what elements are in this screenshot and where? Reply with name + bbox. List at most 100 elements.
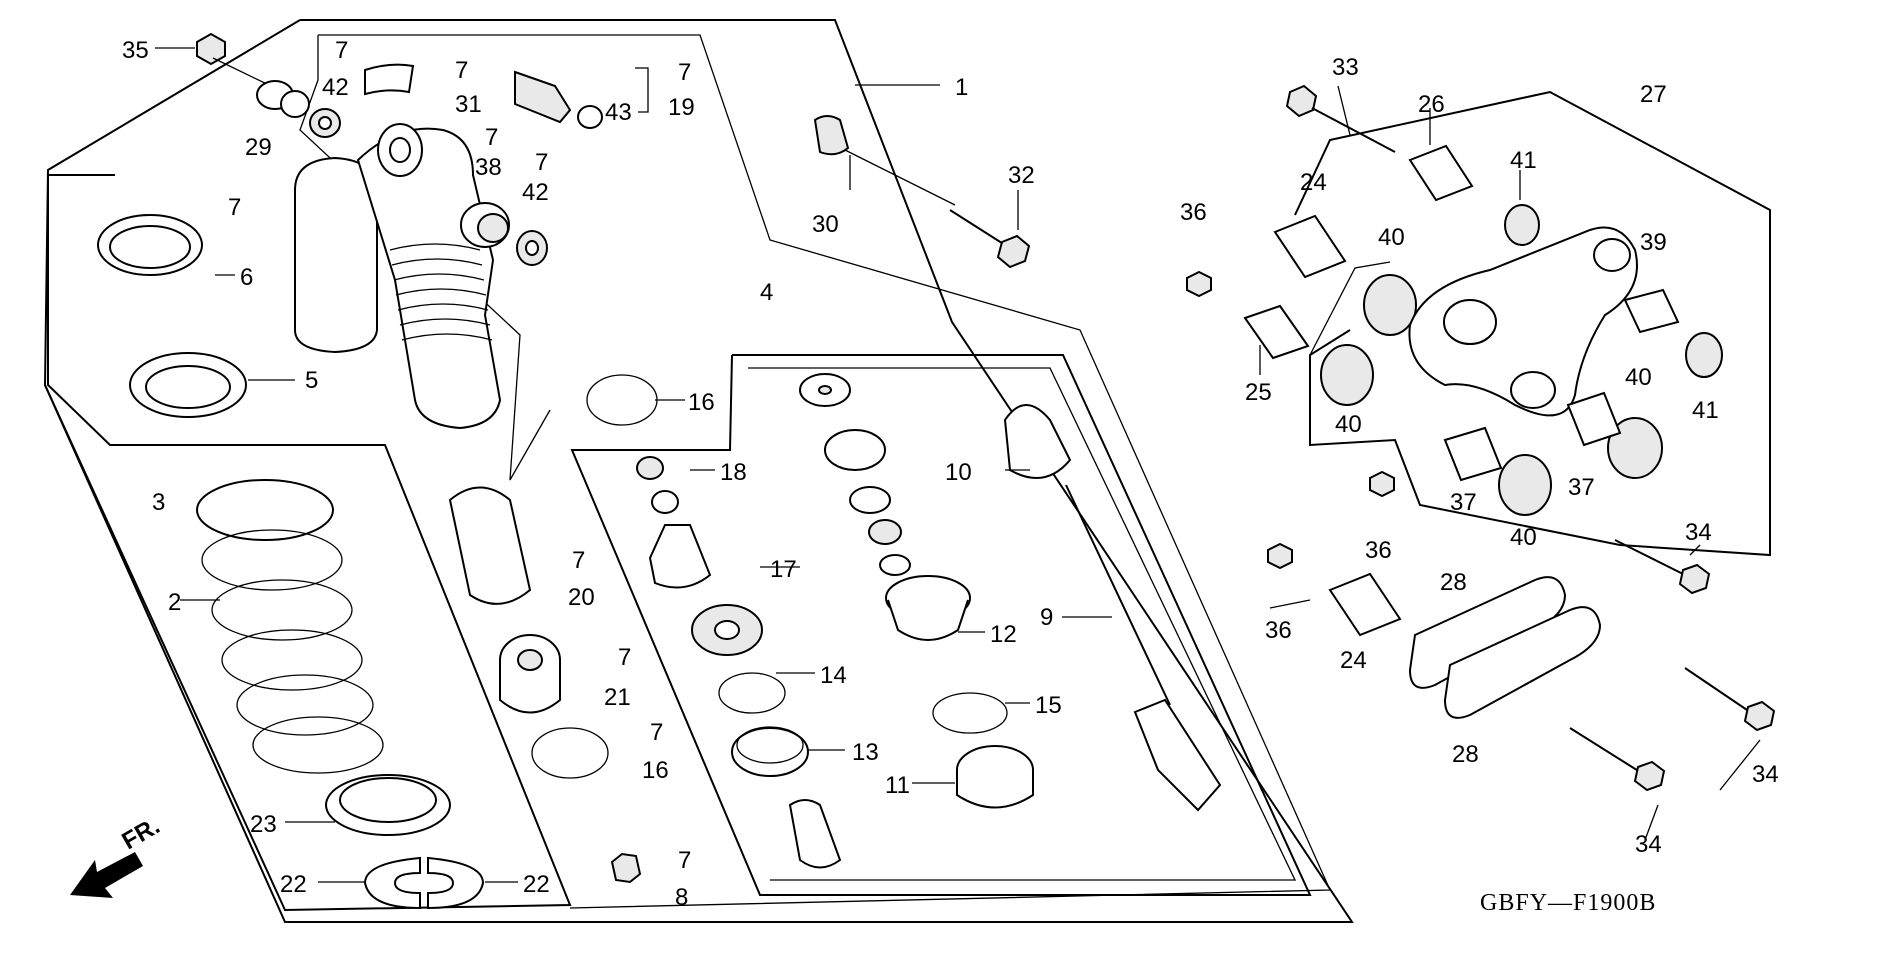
label-11: 11 — [885, 772, 910, 799]
part-top-washer — [799, 373, 851, 407]
label-37-b: 37 — [1568, 474, 1595, 501]
part-39-bearing — [1623, 288, 1680, 334]
part-38-bearing — [460, 202, 510, 248]
part-25-collar — [1243, 304, 1310, 360]
label-41-a: 41 — [1510, 147, 1537, 174]
part-33-bolt — [1285, 84, 1396, 153]
label-40-b: 40 — [1335, 411, 1362, 438]
part-36-nut — [1186, 270, 1395, 570]
label-3: 3 — [152, 489, 165, 516]
label-23: 23 — [250, 811, 277, 838]
label-38: 38 — [475, 154, 502, 181]
label-7-c: 7 — [678, 59, 691, 86]
part-26-collar — [1408, 144, 1474, 202]
label-34-c: 34 — [1635, 831, 1662, 858]
label-34-b: 34 — [1752, 761, 1779, 788]
part-42-washer-b — [516, 230, 548, 266]
part-18-nut — [636, 456, 712, 589]
part-37-bearing — [1443, 391, 1622, 482]
front-direction-arrow: FR. — [70, 812, 164, 898]
label-26: 26 — [1418, 91, 1445, 118]
label-34-a: 34 — [1685, 519, 1712, 546]
label-29: 29 — [245, 134, 272, 161]
label-18: 18 — [720, 459, 747, 486]
label-8: 8 — [675, 884, 688, 911]
part-piston — [691, 604, 763, 656]
part-30-bushing — [813, 115, 956, 206]
part-12-cup — [885, 575, 971, 641]
label-9: 9 — [1040, 604, 1053, 631]
label-20: 20 — [568, 584, 595, 611]
label-33: 33 — [1332, 54, 1359, 81]
label-7-f: 7 — [535, 149, 548, 176]
part-7-damper-body — [294, 123, 502, 430]
label-7-a: 7 — [335, 37, 348, 64]
part-22-seat — [363, 856, 485, 910]
part-10-bump — [1003, 404, 1072, 479]
part-15-oring — [932, 692, 1008, 734]
part-31-label — [364, 63, 415, 96]
part-42-washer — [309, 108, 341, 138]
label-16-b: 16 — [642, 757, 669, 784]
label-22-b: 22 — [523, 871, 550, 898]
label-24-a: 24 — [1300, 169, 1327, 196]
part-34-bolt — [1569, 539, 1776, 792]
label-15: 15 — [1035, 692, 1062, 719]
label-36-c: 36 — [1265, 617, 1292, 644]
label-42-a: 42 — [322, 74, 349, 101]
label-30: 30 — [812, 211, 839, 238]
part-5-adjust-nut — [129, 352, 247, 418]
label-37-a: 37 — [1450, 489, 1477, 516]
label-7-g: 7 — [572, 547, 585, 574]
label-5: 5 — [305, 367, 318, 394]
label-42-b: 42 — [522, 179, 549, 206]
label-7-d: 7 — [228, 194, 241, 221]
label-7-e: 7 — [485, 124, 498, 151]
part-labels: 1 2 3 4 5 6 7 7 7 7 7 7 7 7 7 7 8 9 10 1… — [122, 37, 1779, 911]
label-40-d: 40 — [1510, 524, 1537, 551]
part-23-stopper — [325, 774, 451, 836]
part-11-cap — [956, 745, 1034, 809]
label-32: 32 — [1008, 162, 1035, 189]
part-17-stack — [824, 429, 911, 576]
part-9-rod — [1065, 484, 1222, 812]
label-1: 1 — [955, 74, 968, 101]
part-40-bearing — [1320, 274, 1663, 516]
label-36-b: 36 — [1365, 537, 1392, 564]
label-16-a: 16 — [688, 389, 715, 416]
label-25: 25 — [1245, 379, 1272, 406]
label-7-i: 7 — [650, 719, 663, 746]
label-24-b: 24 — [1340, 647, 1367, 674]
part-20-bump-rubber — [448, 486, 532, 605]
label-39: 39 — [1640, 229, 1667, 256]
part-21-bushing — [499, 634, 561, 714]
label-7-h: 7 — [618, 644, 631, 671]
part-2-spring — [196, 479, 384, 774]
part-6-locknut — [97, 214, 203, 276]
label-36-a: 36 — [1180, 199, 1207, 226]
label-28-a: 28 — [1440, 569, 1467, 596]
part-27-link — [1408, 226, 1638, 417]
label-40-c: 40 — [1625, 364, 1652, 391]
diagram-code: GBFY—F1900B — [1480, 890, 1656, 916]
part-16-circlip — [531, 374, 658, 779]
label-7-j: 7 — [678, 847, 691, 874]
part-29-collar — [256, 80, 310, 118]
label-27: 27 — [1640, 81, 1667, 108]
part-13-ring — [731, 726, 809, 777]
assembly-outlines — [43, 19, 1771, 923]
part-28-rod — [1408, 576, 1602, 719]
part-rebound-stack — [788, 799, 842, 869]
label-41-b: 41 — [1692, 397, 1719, 424]
part-19-valve — [514, 70, 603, 129]
label-2: 2 — [168, 589, 181, 616]
label-35: 35 — [122, 37, 149, 64]
part-14-ring — [718, 672, 786, 714]
label-40-a: 40 — [1378, 224, 1405, 251]
leader-lines — [155, 47, 1761, 883]
label-17: 17 — [770, 556, 797, 583]
label-12: 12 — [990, 621, 1017, 648]
part-8-cap — [610, 852, 642, 884]
